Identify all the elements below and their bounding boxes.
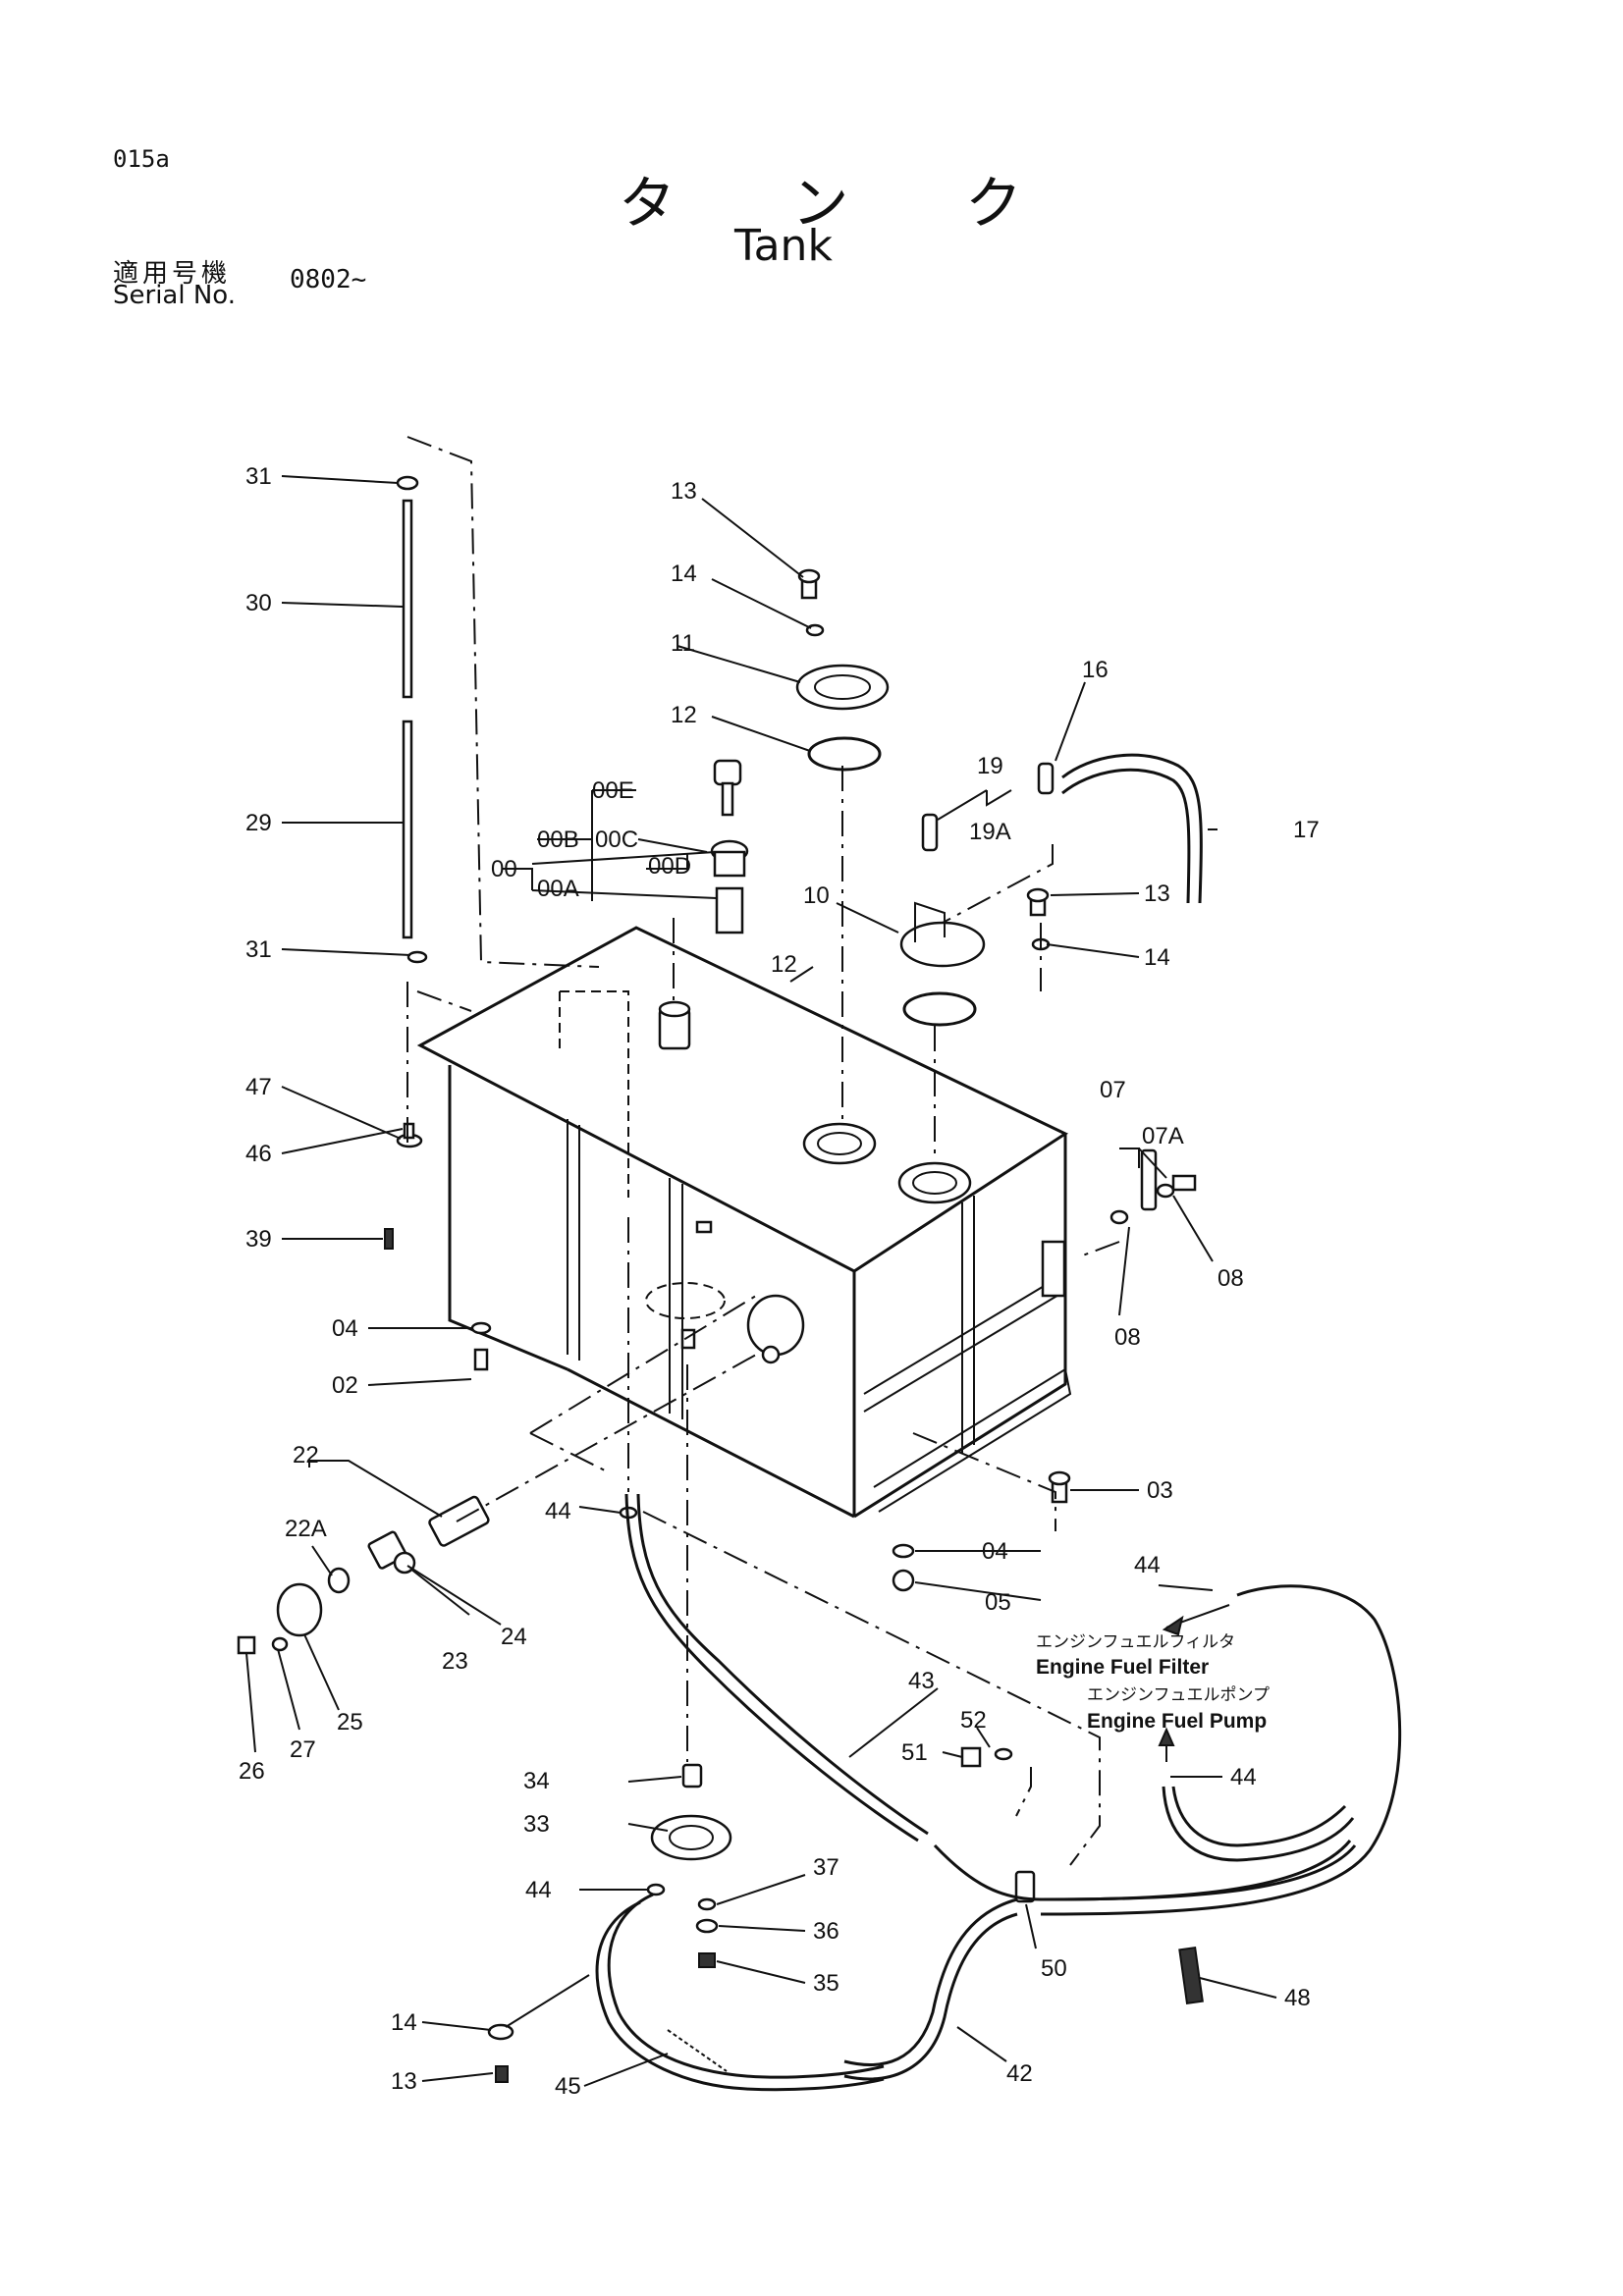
callout-19A: 19A xyxy=(969,819,1011,845)
fuel-filter-label-ja: エンジンフュエルフィルタ xyxy=(1036,1632,1235,1651)
callout-12: 12 xyxy=(671,702,697,728)
page-code: 015a xyxy=(113,145,170,173)
callout-00B: 00B xyxy=(537,827,579,853)
callout-04: 04 xyxy=(982,1538,1008,1565)
callout-08: 08 xyxy=(1114,1324,1141,1351)
assembly-chain-lines xyxy=(406,436,1120,1866)
fuel-pump-label-ja: エンジンフュエルポンプ xyxy=(1087,1685,1270,1704)
callout-13: 13 xyxy=(1144,881,1170,907)
cap-and-key-parts xyxy=(710,759,749,934)
callout-13: 13 xyxy=(671,478,697,505)
callout-44: 44 xyxy=(545,1498,571,1524)
callout-47: 47 xyxy=(245,1074,272,1100)
part-callouts: 31 30 29 31 47 46 39 04 02 22 22A 23 24 … xyxy=(239,463,1320,2100)
fuel-tank-body xyxy=(416,926,1072,1519)
callout-16: 16 xyxy=(1082,657,1109,683)
callout-34: 34 xyxy=(523,1768,550,1794)
callout-00D: 00D xyxy=(648,853,691,880)
callout-22A: 22A xyxy=(285,1516,327,1542)
callout-07A: 07A xyxy=(1142,1123,1184,1149)
callout-29: 29 xyxy=(245,810,272,836)
callout-00: 00 xyxy=(491,856,517,882)
serial-label-english: Serial No. xyxy=(113,281,236,310)
serial-label-japanese: 適用号機 xyxy=(113,259,232,289)
callout-52: 52 xyxy=(960,1707,987,1734)
callout-00C: 00C xyxy=(595,827,638,853)
callout-05: 05 xyxy=(985,1589,1011,1616)
leader-lines xyxy=(245,475,1277,2087)
callout-26: 26 xyxy=(239,1758,265,1785)
callout-14: 14 xyxy=(391,2009,417,2036)
callout-45: 45 xyxy=(555,2073,581,2100)
bracket-parts xyxy=(892,1148,1197,1592)
callout-39: 39 xyxy=(245,1226,272,1253)
callout-13: 13 xyxy=(391,2068,417,2095)
destination-notes: エンジンフュエルフィルタ Engine Fuel Filter エンジンフュエル… xyxy=(1036,1632,1270,1733)
callout-19: 19 xyxy=(977,753,1003,779)
serial-number-value: 0802~ xyxy=(290,265,367,294)
callout-14: 14 xyxy=(1144,944,1170,971)
flange-parts xyxy=(795,568,1055,1027)
callout-30: 30 xyxy=(245,590,272,616)
callout-23: 23 xyxy=(442,1648,468,1675)
strainer-parts xyxy=(237,1495,490,1655)
callout-31: 31 xyxy=(245,936,272,963)
callout-22: 22 xyxy=(293,1442,319,1468)
callout-48: 48 xyxy=(1284,1985,1311,2011)
callout-03: 03 xyxy=(1147,1477,1173,1504)
callout-17: 17 xyxy=(1293,817,1320,843)
callout-46: 46 xyxy=(245,1141,272,1167)
callout-24: 24 xyxy=(501,1624,527,1650)
callout-08: 08 xyxy=(1217,1265,1244,1292)
callout-36: 36 xyxy=(813,1918,839,1945)
title-japanese: タ ン ク xyxy=(619,170,1071,237)
callout-37: 37 xyxy=(813,1854,839,1881)
callout-14: 14 xyxy=(671,561,697,587)
fuel-filter-label-en: Engine Fuel Filter xyxy=(1036,1656,1209,1679)
callout-44: 44 xyxy=(525,1877,552,1903)
callout-02: 02 xyxy=(332,1372,358,1399)
drain-valve-parts xyxy=(487,1506,732,2083)
title-english: Tank xyxy=(734,221,833,271)
callout-07: 07 xyxy=(1100,1077,1126,1103)
callout-35: 35 xyxy=(813,1970,839,1997)
callout-00A: 00A xyxy=(537,876,579,902)
callout-50: 50 xyxy=(1041,1955,1067,1982)
callout-33: 33 xyxy=(523,1811,550,1838)
callout-00E: 00E xyxy=(592,777,634,804)
callout-12: 12 xyxy=(771,951,797,978)
callout-44: 44 xyxy=(1230,1764,1257,1790)
clamp-parts xyxy=(960,1746,1204,2004)
callout-04: 04 xyxy=(332,1315,358,1342)
callout-51: 51 xyxy=(901,1739,928,1766)
gauge-parts xyxy=(384,475,492,1371)
fuel-hoses xyxy=(595,753,1402,2092)
callout-43: 43 xyxy=(908,1668,935,1694)
callout-27: 27 xyxy=(290,1736,316,1763)
callout-31: 31 xyxy=(245,463,272,490)
callout-11: 11 xyxy=(671,630,695,657)
callout-25: 25 xyxy=(337,1709,363,1735)
callout-44: 44 xyxy=(1134,1552,1161,1578)
callout-10: 10 xyxy=(803,882,830,909)
callout-42: 42 xyxy=(1006,2060,1033,2087)
fuel-pump-label-en: Engine Fuel Pump xyxy=(1087,1710,1267,1733)
